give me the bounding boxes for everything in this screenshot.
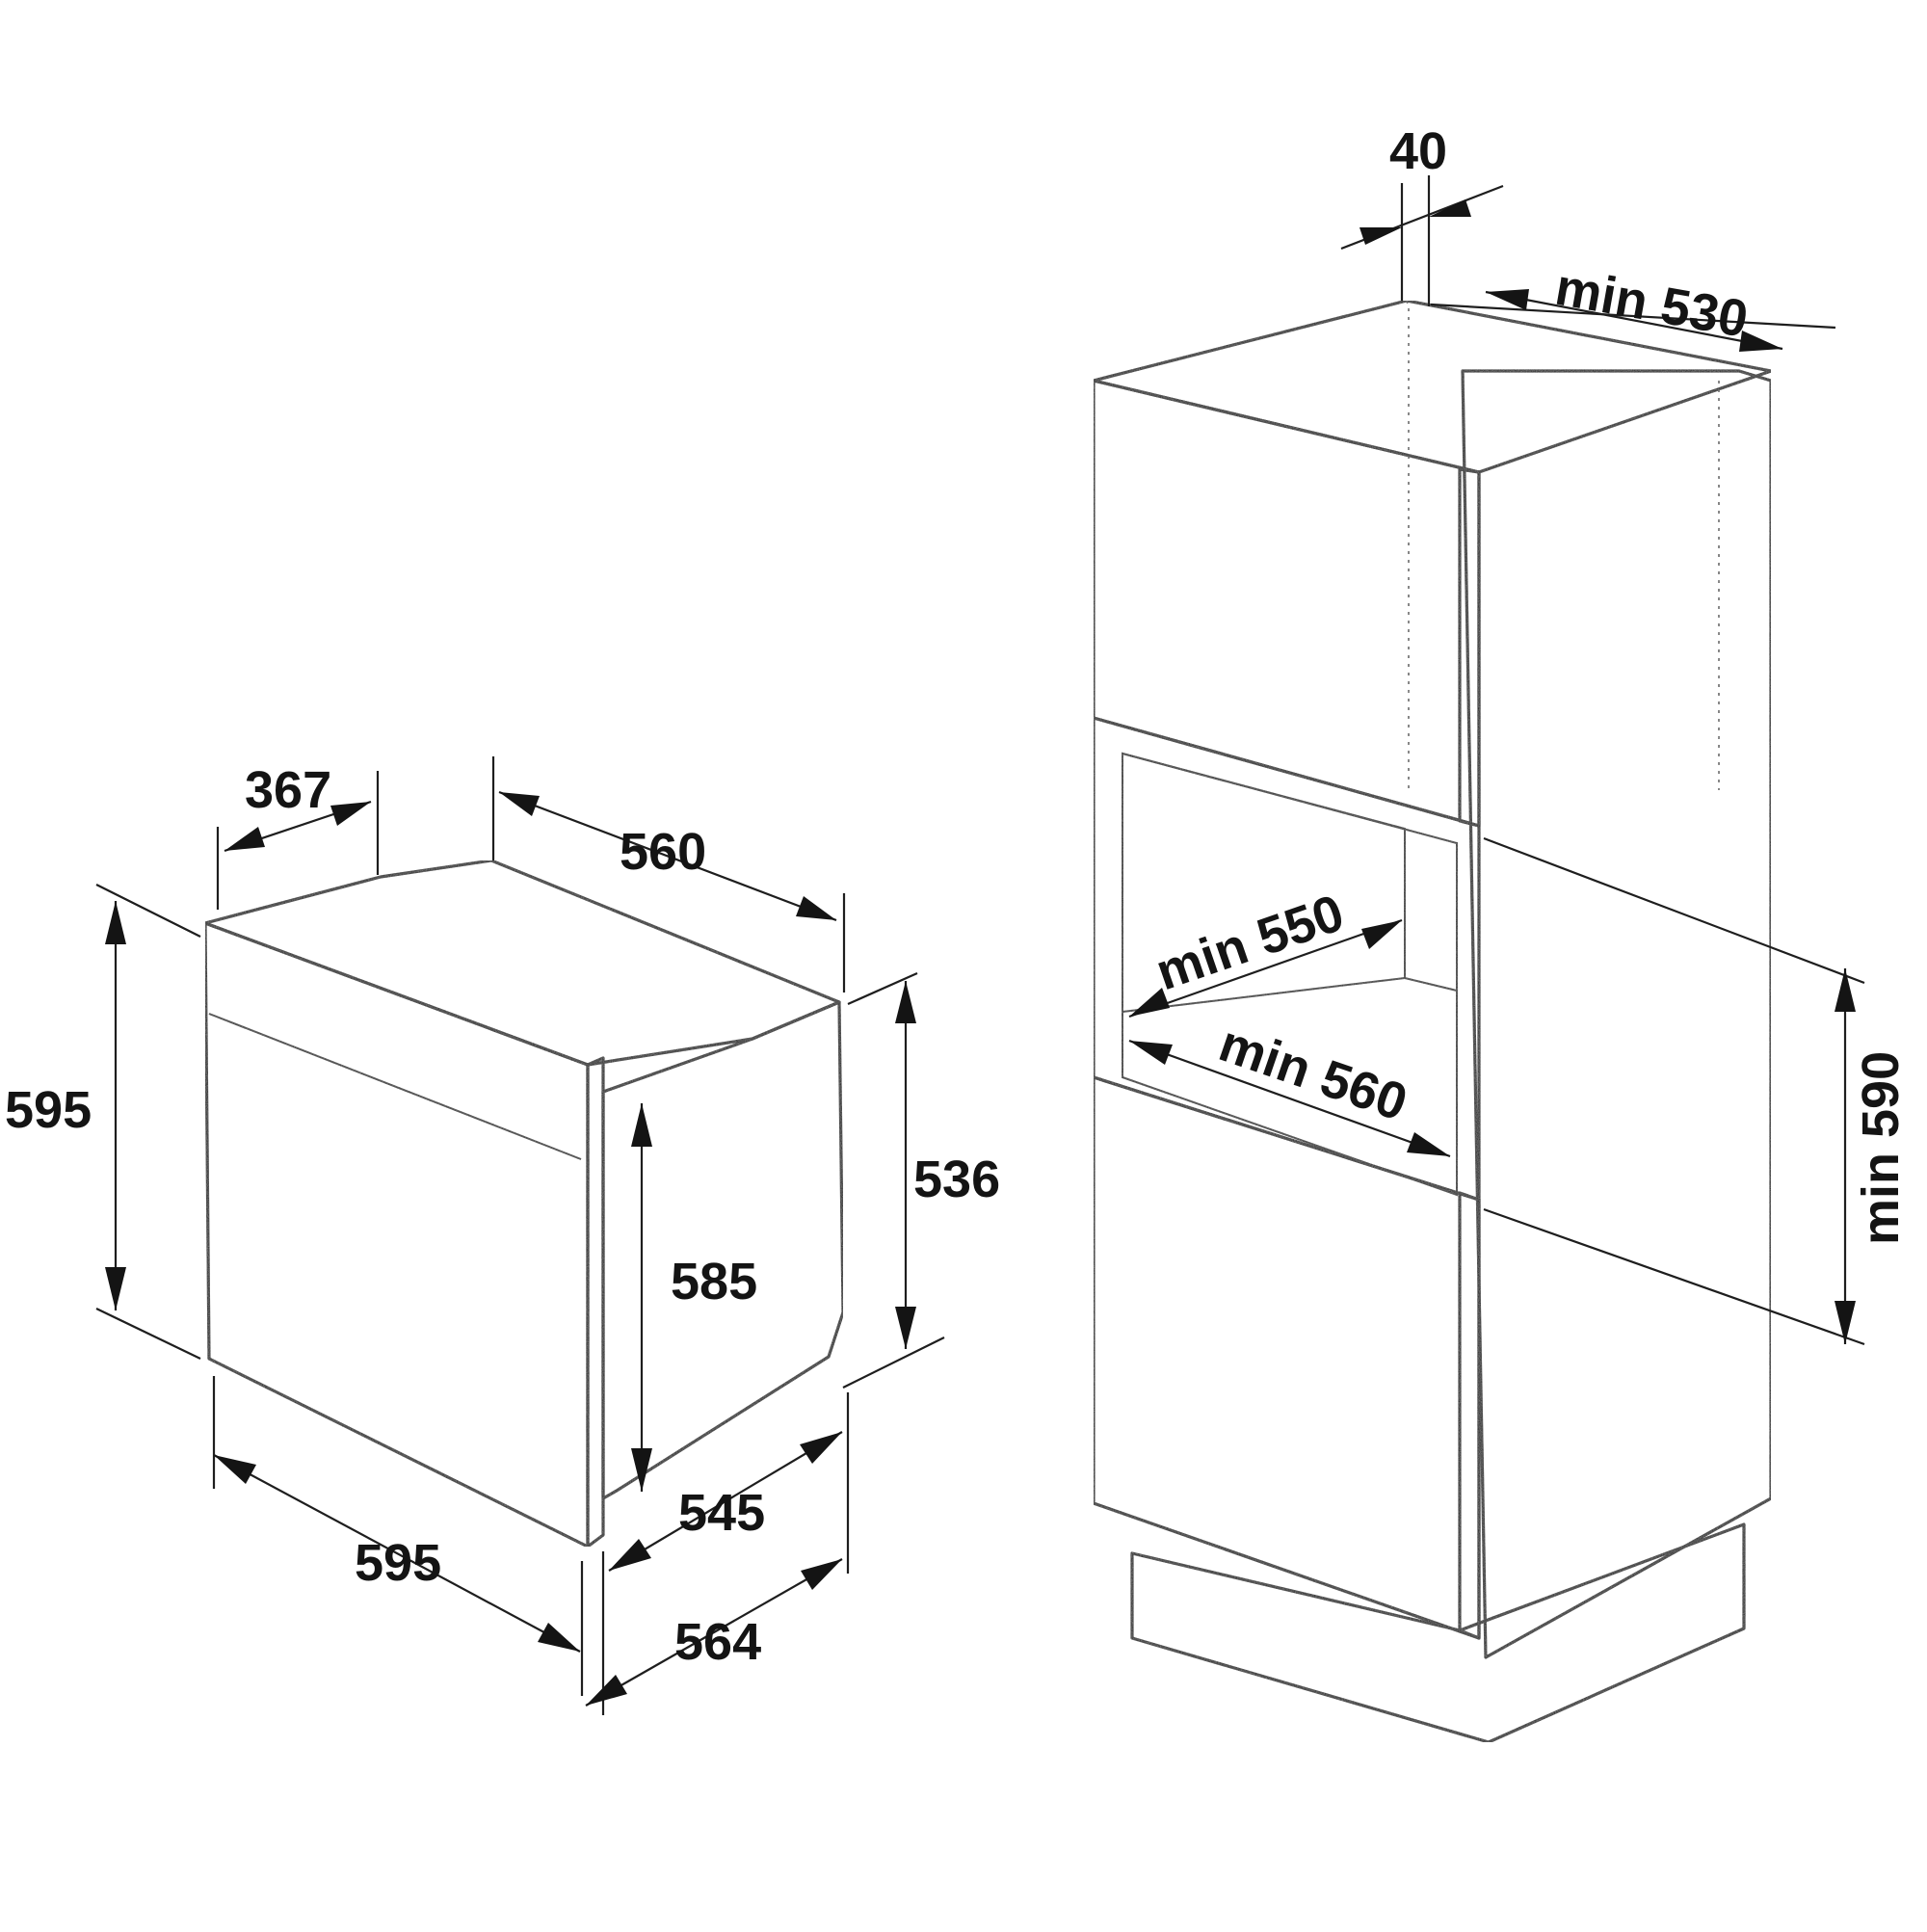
dim-label-40: 40 bbox=[1389, 122, 1447, 180]
oven-dimension-lines bbox=[95, 756, 945, 1715]
dim-label-min-560: min 560 bbox=[1212, 1015, 1414, 1132]
cabinet-side-panel bbox=[1461, 369, 1773, 1659]
oven-control-strip-line bbox=[208, 1013, 582, 1160]
oven-top-face bbox=[203, 859, 841, 1067]
cabinet-lower-door bbox=[1092, 1075, 1481, 1640]
dim-label-595-width: 595 bbox=[355, 1534, 441, 1592]
dim-label-536: 536 bbox=[913, 1151, 1000, 1208]
dim-label-min-550: min 550 bbox=[1148, 884, 1351, 1001]
oven-front-frame bbox=[586, 1056, 605, 1548]
dim-label-585: 585 bbox=[671, 1253, 757, 1310]
dim-label-564: 564 bbox=[674, 1613, 761, 1671]
oven-front-panel bbox=[203, 921, 590, 1548]
oven-drawing bbox=[203, 859, 845, 1548]
cabinet-dimension-lines bbox=[1128, 175, 1865, 1346]
cabinet-lower-door-edge bbox=[1458, 1191, 1481, 1640]
cabinet-upper-door bbox=[1092, 379, 1481, 828]
cabinet-plinth bbox=[1130, 1522, 1746, 1744]
dim-label-367: 367 bbox=[245, 761, 331, 819]
dim-label-595-height: 595 bbox=[5, 1081, 92, 1139]
dim-label-min-590: min 590 bbox=[1852, 1051, 1910, 1245]
oven-side-body bbox=[601, 1000, 845, 1500]
cabinet-dimension-labels: 40 min 530 min 550 min 560 min 590 bbox=[1148, 122, 1910, 1245]
dim-label-545: 545 bbox=[678, 1484, 765, 1542]
oven-dimension-labels: 367 560 595 536 585 545 595 564 bbox=[5, 761, 1000, 1671]
dim-label-560-top: 560 bbox=[620, 823, 706, 881]
cabinet-drawing bbox=[1092, 299, 1773, 1744]
